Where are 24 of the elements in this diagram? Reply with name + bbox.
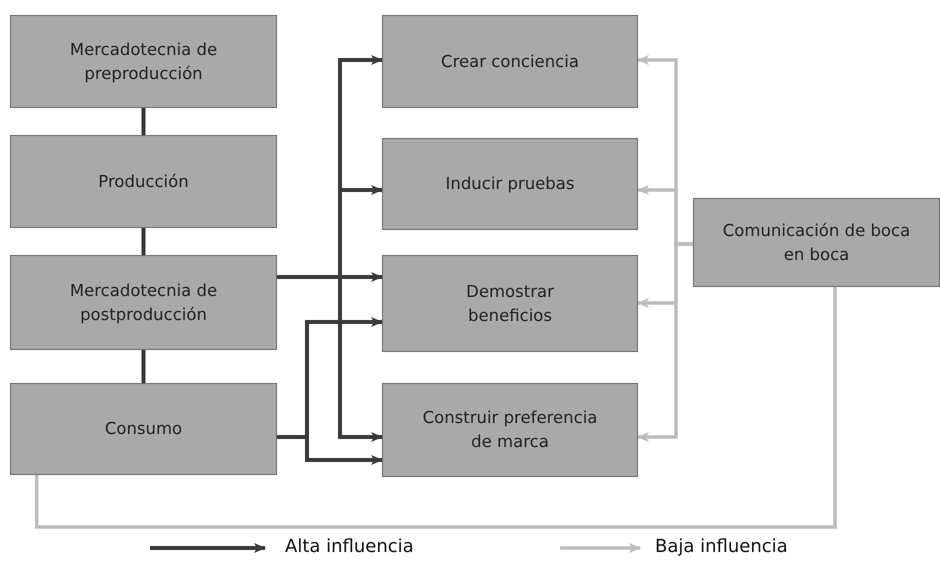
box-label: Demostrar beneficios: [465, 280, 555, 326]
box-label: Mercadotecnia de preproducción: [68, 38, 218, 84]
legend-label: Baja influencia: [655, 536, 788, 557]
box-label: Crear conciencia: [440, 50, 580, 73]
process-box: [382, 255, 638, 352]
process-box: [693, 198, 940, 287]
process-box: [382, 383, 638, 477]
connector-line: [34, 287, 837, 529]
process-box: [10, 15, 277, 108]
box-label: Comunicación de boca en boca: [722, 220, 912, 266]
box-label: Inducir pruebas: [444, 173, 576, 196]
box-label: Mercadotecnia de postproducción: [68, 280, 218, 326]
connector-line: [142, 350, 146, 383]
process-box: [382, 138, 638, 230]
box-label: Construir preferencia de marca: [422, 407, 598, 453]
process-box: [10, 383, 277, 475]
process-box: [382, 15, 638, 108]
connector-line: [142, 228, 146, 255]
process-box: [10, 135, 277, 228]
process-box: [10, 255, 277, 350]
connector-line: [142, 108, 146, 135]
legend-label: Alta influencia: [285, 536, 414, 557]
box-label: Consumo: [104, 418, 184, 440]
box-label: Producción: [97, 170, 190, 193]
